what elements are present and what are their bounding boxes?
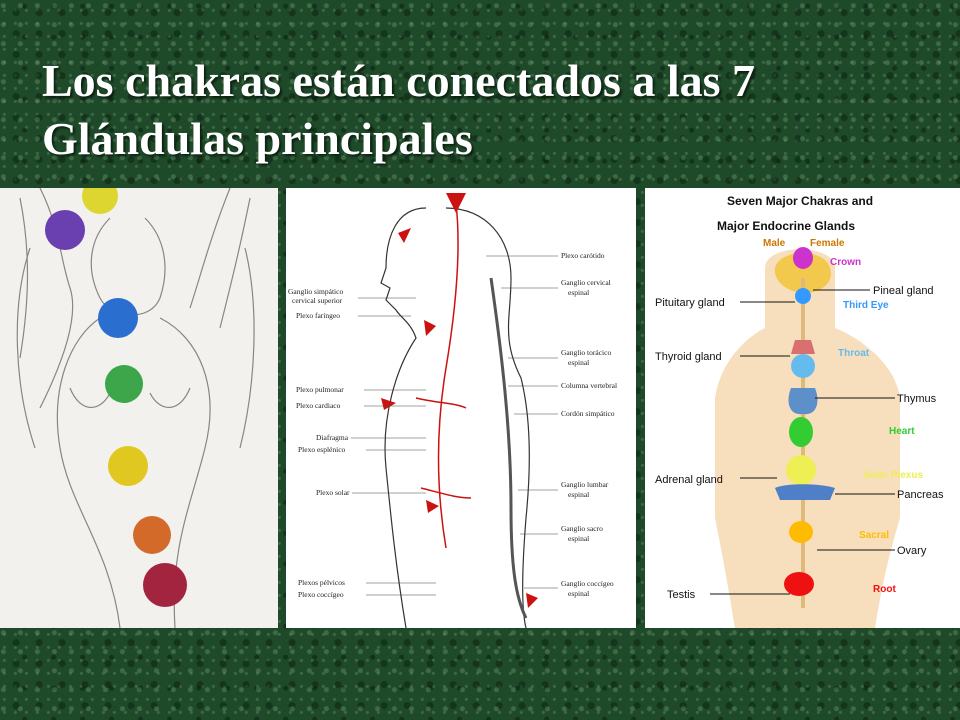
label-cervical-espinal: espinal	[568, 288, 589, 297]
label-crown: Crown	[830, 257, 861, 268]
glands-heading-line-2: Major Endocrine Glands	[717, 219, 855, 233]
chakra-figure-panel	[0, 188, 278, 628]
label-plexo-carotido: Plexo carótido	[561, 251, 605, 260]
label-sacro-espinal: espinal	[568, 534, 589, 543]
label-plexo-pulmonar: Plexo pulmonar	[296, 385, 344, 394]
label-ovary: Ovary	[897, 545, 927, 557]
chakra-figure-illustration	[16, 188, 255, 628]
label-plexo-coccigeo: Plexo coccígeo	[298, 590, 344, 599]
label-adrenal-gland: Adrenal gland	[655, 474, 723, 486]
heart-chakra-dot	[789, 417, 813, 447]
throat-chakra-dot	[791, 354, 815, 378]
nervous-system-panel: Ganglio simpático cervical superior Plex…	[286, 188, 636, 628]
label-thymus: Thymus	[897, 393, 937, 405]
label-ganglio-lumbar: Ganglio lumbar	[561, 480, 609, 489]
label-lumbar-espinal: espinal	[568, 490, 589, 499]
slide-title: Los chakras están conectados a las 7 Glá…	[42, 52, 922, 168]
endocrine-glands-panel: Seven Major Chakras and Major Endocrine …	[645, 188, 960, 628]
label-columna-vertebral: Columna vertebral	[561, 381, 617, 390]
nervous-system-diagram: Ganglio simpático cervical superior Plex…	[288, 193, 617, 628]
label-diafragma: Diafragma	[316, 433, 349, 442]
glands-heading-line-1: Seven Major Chakras and	[727, 194, 873, 208]
label-ganglio-toracico: Ganglio torácico	[561, 348, 611, 357]
label-throat: Throat	[838, 348, 870, 359]
label-ganglio-simpatico: Ganglio simpático	[288, 287, 343, 296]
label-ganglio-coccigeo: Ganglio coccígeo	[561, 579, 614, 588]
third-eye-chakra-dot	[795, 288, 811, 304]
label-testis: Testis	[667, 589, 696, 601]
label-toracico-espinal: espinal	[568, 358, 589, 367]
title-line-2: Glándulas principales	[42, 113, 473, 164]
chakra-dots	[784, 247, 816, 596]
label-plexo-faringeo: Plexo faríngeo	[296, 311, 340, 320]
male-label: Male	[763, 238, 786, 249]
label-ganglio-sacro: Ganglio sacro	[561, 524, 603, 533]
label-coccigeo-espinal: espinal	[568, 589, 589, 598]
label-third-eye: Third Eye	[843, 300, 889, 311]
thymus-shape	[788, 388, 818, 415]
title-line-1: Los chakras están conectados a las 7	[42, 55, 756, 106]
pancreas-shape	[775, 484, 835, 500]
label-thyroid-gland: Thyroid gland	[655, 351, 722, 363]
label-pineal-gland: Pineal gland	[873, 285, 934, 297]
label-cervical-superior: cervical superior	[292, 296, 343, 305]
label-solar-plexus: Solar Plexus	[863, 470, 923, 481]
gland-labels: Pineal gland Pituitary gland Thyroid gla…	[655, 285, 944, 601]
label-sacral: Sacral	[859, 530, 889, 541]
label-root: Root	[873, 584, 896, 595]
label-pituitary-gland: Pituitary gland	[655, 297, 725, 309]
label-plexo-esplenico: Plexo esplénico	[298, 445, 346, 454]
crown-chakra-dot	[793, 247, 813, 269]
female-label: Female	[810, 238, 845, 249]
chakra-labels: Crown Third Eye Throat Heart Solar Plexu…	[830, 257, 923, 595]
label-cordon-simpatico: Cordón simpático	[561, 409, 615, 418]
label-plexo-cardiaco: Plexo cardiaco	[296, 401, 341, 410]
label-plexo-solar: Plexo solar	[316, 488, 350, 497]
label-heart: Heart	[889, 426, 915, 437]
brain-shape	[774, 253, 831, 293]
label-pancreas: Pancreas	[897, 489, 944, 501]
thyroid-shape	[791, 340, 815, 354]
solar-plexus-chakra-dot	[786, 455, 816, 485]
sacral-chakra-dot	[789, 521, 813, 543]
label-ganglio-cervical: Ganglio cervical	[561, 278, 611, 287]
label-plexos-pelvicos: Plexos pélvicos	[298, 578, 345, 587]
right-labels: Plexo carótido Ganglio cervical espinal …	[561, 251, 617, 598]
endocrine-glands-diagram: Seven Major Chakras and Major Endocrine …	[655, 194, 944, 628]
root-chakra-dot	[784, 572, 814, 596]
left-labels: Ganglio simpático cervical superior Plex…	[288, 287, 350, 599]
chakra-symbols	[45, 188, 187, 607]
